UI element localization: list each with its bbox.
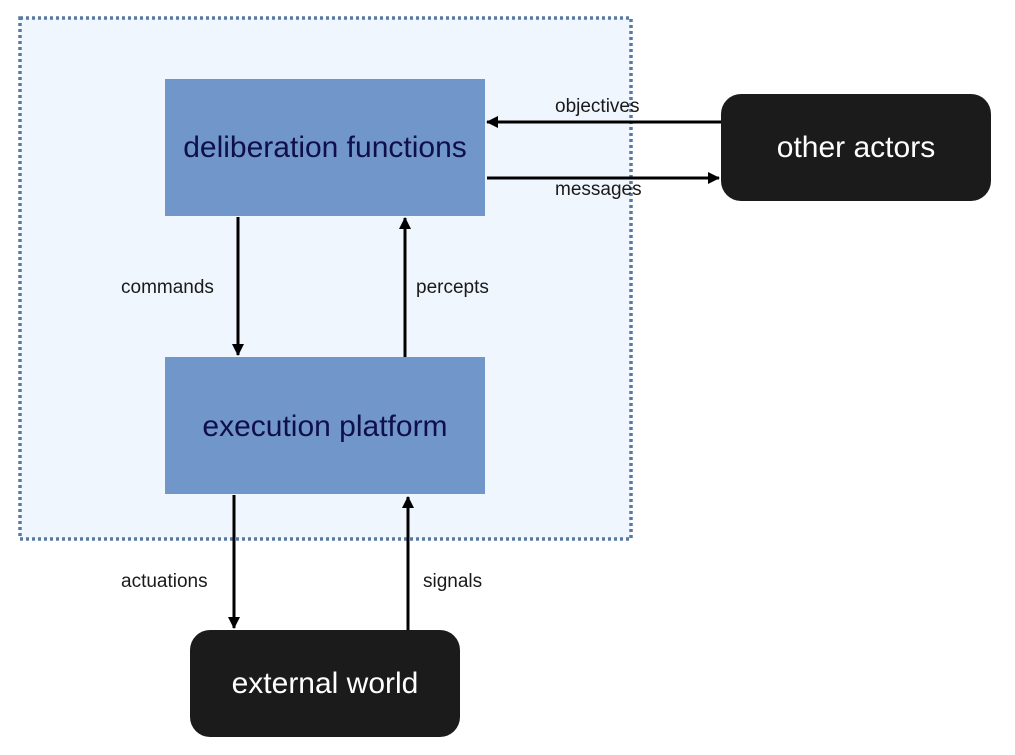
- execution-platform-node: execution platform: [165, 357, 485, 494]
- objectives-label: objectives: [555, 96, 640, 117]
- other-actors-node: other actors: [721, 94, 991, 201]
- actuations-label: actuations: [121, 571, 208, 592]
- percepts-label: percepts: [416, 277, 489, 298]
- signals-label: signals: [423, 571, 482, 592]
- other-actors-label: other actors: [777, 131, 935, 164]
- deliberation-functions-label: deliberation functions: [183, 131, 467, 164]
- commands-label: commands: [121, 277, 214, 298]
- external-world-label: external world: [232, 667, 419, 700]
- messages-label: messages: [555, 179, 642, 200]
- deliberation-functions-node: deliberation functions: [165, 79, 485, 216]
- execution-platform-label: execution platform: [202, 410, 447, 443]
- external-world-node: external world: [190, 630, 460, 737]
